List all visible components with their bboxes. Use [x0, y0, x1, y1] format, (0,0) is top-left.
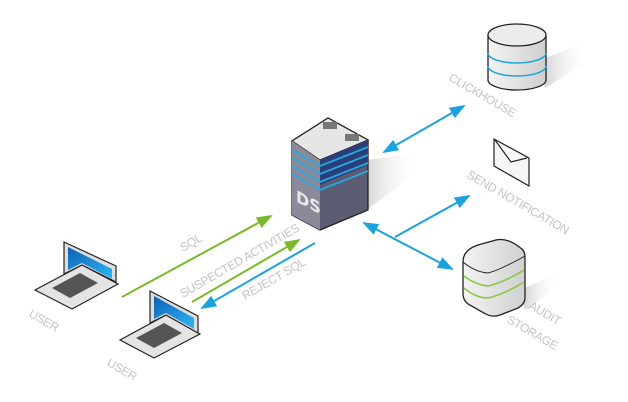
reject-sql-arrow: [200, 242, 316, 309]
sql-arrow: [121, 215, 273, 298]
clickhouse-database-icon: [487, 23, 590, 91]
audit-arrow: [362, 222, 454, 270]
ds-server-icon: DS: [290, 117, 420, 231]
clickhouse-arrow: [382, 105, 466, 153]
user1-label: USER: [27, 306, 62, 335]
sql-label: SQL: [178, 231, 206, 255]
user1-laptop-icon: [33, 241, 120, 310]
suspected-activities-arrow: [191, 238, 301, 303]
notification-arrow: [394, 195, 471, 238]
user2-laptop-icon: [118, 290, 202, 359]
audit-storage-icon: [462, 238, 560, 317]
user2-label: USER: [105, 355, 140, 384]
envelope-icon: [493, 137, 530, 188]
